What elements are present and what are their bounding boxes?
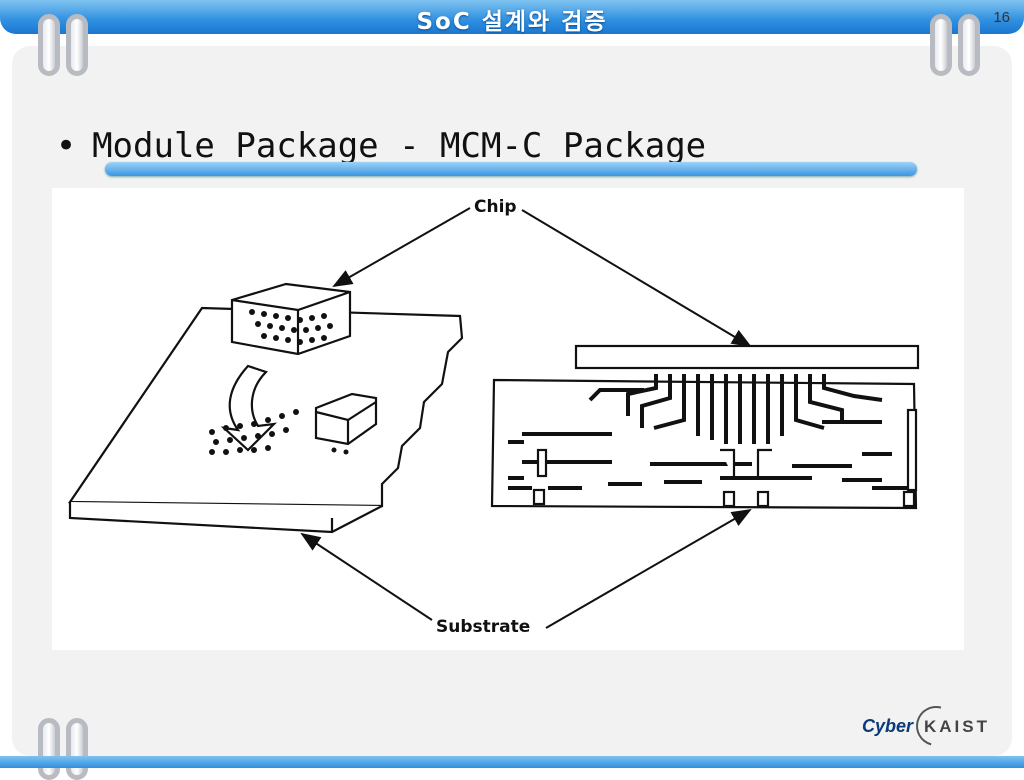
interconnect-traces xyxy=(508,374,908,490)
binder-ring-icon xyxy=(38,14,60,76)
chip-arrow-right xyxy=(521,209,752,348)
vias xyxy=(532,408,918,508)
binder-ring-icon xyxy=(66,14,88,76)
chip-cross-section xyxy=(574,344,920,370)
chip-label: Chip xyxy=(474,197,517,217)
flip-arrow-icon xyxy=(220,364,278,452)
binder-ring-icon xyxy=(38,718,60,780)
binder-ring-icon xyxy=(66,718,88,780)
page-number: 16 xyxy=(993,9,1010,26)
bullet-heading: • Module Package - MCM-C Package xyxy=(56,126,706,166)
chip-bumps xyxy=(209,309,349,455)
binder-ring-icon xyxy=(930,14,952,76)
mcm-c-diagram: Chip Substrate xyxy=(52,188,964,650)
heading-underline xyxy=(105,162,917,176)
substrate-board-left xyxy=(67,306,464,508)
chip-arrow-left xyxy=(332,207,471,287)
header-bar xyxy=(0,0,1024,34)
substrate-arrow-right xyxy=(545,508,752,629)
bullet-icon: • xyxy=(56,126,77,166)
heading-text: Module Package - MCM-C Package xyxy=(92,126,707,166)
slide-title: SoC 설계와 검증 xyxy=(416,9,608,35)
footer-bar xyxy=(0,756,1024,768)
cyber-kaist-logo: Cyber KAIST xyxy=(862,698,1002,754)
diagram-svg: Chip Substrate xyxy=(67,197,920,637)
substrate-arrow-left xyxy=(300,532,433,621)
substrate-label: Substrate xyxy=(436,617,530,637)
logo-cyber-text: Cyber xyxy=(862,716,914,736)
logo-kaist-text: KAIST xyxy=(924,717,990,736)
binder-ring-icon xyxy=(958,14,980,76)
